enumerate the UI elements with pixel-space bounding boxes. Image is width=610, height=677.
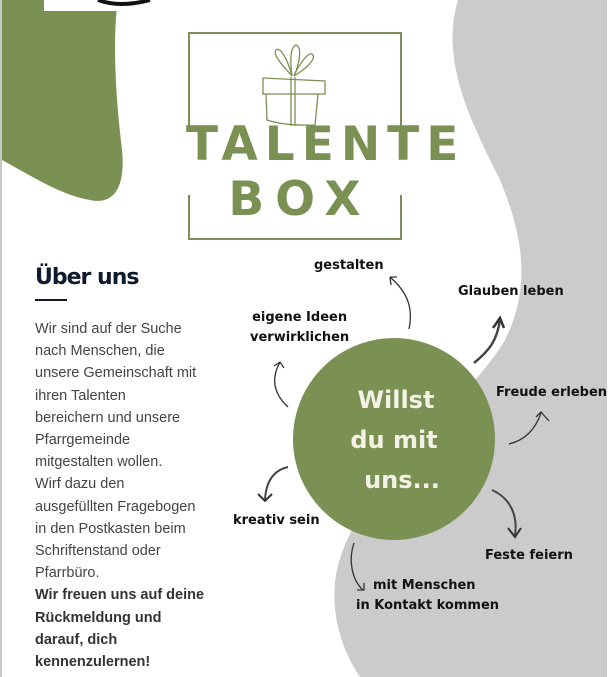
circle-line: uns... (364, 466, 440, 494)
parish-logo-fragment (97, 0, 151, 6)
center-circle (293, 338, 495, 540)
logo-frame (188, 32, 402, 240)
about-line: unsere Gemeinschaft mit (35, 365, 197, 382)
about-line: in den Postkasten beim (35, 520, 186, 537)
about-text: Wir sind auf der Suche nach Menschen, di… (35, 318, 204, 673)
green-blob (2, 0, 123, 201)
arrow-kontakt-icon (350, 542, 364, 591)
about-line: Wir sind auf der Suche (35, 321, 182, 337)
about-bold-line: Wir freuen uns auf deine (35, 587, 205, 604)
label-gestalten: gestalten (314, 258, 384, 273)
arrow-kreativ-icon (264, 466, 289, 501)
about-bold-line: Rückmeldung und (35, 609, 162, 626)
about-bold-line: darauf, dich (35, 631, 118, 648)
label-freude: Freude erleben (496, 385, 608, 400)
arrow-ideen-icon (274, 361, 289, 408)
arrows (257, 276, 550, 591)
label-kreativ: kreativ sein (233, 513, 320, 528)
arrow-gestalten-icon (389, 276, 411, 330)
label-kontakt-line1: mit Menschen (373, 578, 476, 593)
about-heading: Über uns (35, 265, 139, 290)
about-line: Pfarrbüro. (35, 565, 100, 582)
label-ideen: eigene Ideen verwirklichen (250, 308, 349, 348)
label-ideen-line1: eigene Ideen (252, 310, 348, 325)
about-line: ausgefüllten Fragebogen (35, 498, 196, 515)
logo-title-talente: TALENTE (186, 117, 466, 172)
label-ideen-line2: verwirklichen (250, 330, 350, 345)
label-glauben: Glauben leben (458, 284, 564, 299)
heading-underline (35, 299, 67, 301)
circle-line: Willst (357, 386, 435, 414)
logo-panel (44, 0, 118, 11)
about-line: bereichern und unsere (35, 409, 181, 426)
about-line: ihren Talenten (35, 387, 126, 404)
left-border (0, 0, 2, 677)
arrow-feste-icon (491, 489, 517, 536)
label-kontakt-line2: in Kontakt kommen (356, 598, 500, 613)
logo-title-box: BOX (228, 172, 372, 227)
about-line: mitgestalten wollen. (35, 454, 163, 471)
arrow-glauben-icon (473, 319, 502, 364)
about-bold-line: kennenzulernen! (35, 654, 151, 671)
about-line: nach Menschen, die (35, 343, 165, 360)
about-line: Wirf dazu den (35, 476, 125, 493)
gift-icon (262, 44, 326, 126)
circle-text: Willst du mit uns... (294, 380, 494, 500)
about-line: Pfarrgemeinde (35, 432, 131, 449)
label-kontakt: mit Menschen in Kontakt kommen (356, 576, 499, 616)
label-feste: Feste feiern (485, 548, 573, 563)
about-line: Schriftenstand oder (35, 543, 161, 560)
circle-line: du mit (350, 426, 438, 454)
arrow-freude-icon (508, 412, 542, 445)
